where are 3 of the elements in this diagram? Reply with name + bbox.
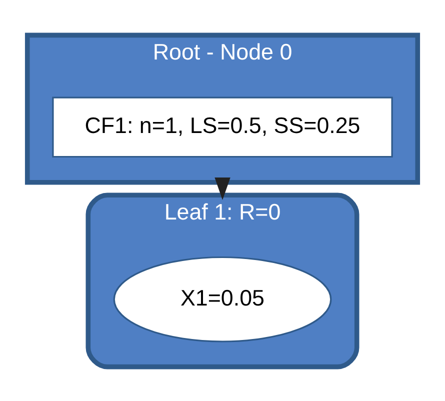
node-box: CF1: n=1, LS=0.5, SS=0.25 — [52, 96, 393, 158]
arrow — [214, 177, 230, 200]
node-ellipse: X1=0.05 — [113, 256, 332, 342]
